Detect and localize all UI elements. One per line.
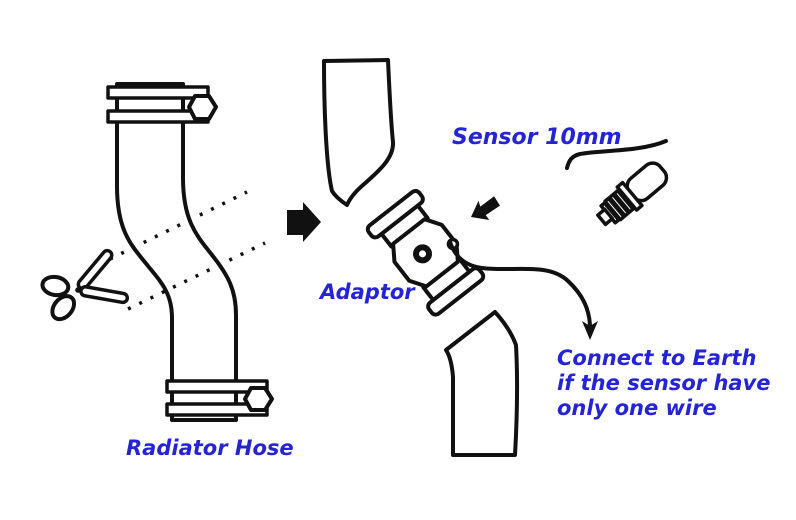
sensor-graphic xyxy=(596,161,669,227)
flow-arrow-icon xyxy=(287,202,321,242)
hose-clamp-top xyxy=(106,85,218,124)
sensor-wire xyxy=(565,139,668,170)
earth-note-line2: if the sensor have xyxy=(557,371,771,395)
earth-wire xyxy=(448,240,592,327)
sensor-label: Sensor 10mm xyxy=(452,125,622,150)
adaptor-hole xyxy=(413,244,433,264)
radiator-hose-label: Radiator Hose xyxy=(126,436,294,460)
insert-arrow-icon xyxy=(471,196,500,220)
radiator-hose-graphic xyxy=(115,82,238,422)
earth-note-line1: Connect to Earth xyxy=(557,346,757,370)
hose-clamp-bottom xyxy=(165,379,274,417)
earth-arrow-icon xyxy=(582,321,598,340)
scissors-icon xyxy=(40,248,130,322)
cut-lines-dotted xyxy=(109,190,266,311)
earth-note-line3: only one wire xyxy=(557,396,717,420)
adaptor-label: Adaptor xyxy=(320,280,415,304)
hose-piece-top xyxy=(322,58,395,207)
hose-piece-bottom xyxy=(444,310,520,457)
earth-note-label: Connect to Earth if the sensor have only… xyxy=(557,346,771,421)
adaptor-graphic xyxy=(365,188,486,317)
